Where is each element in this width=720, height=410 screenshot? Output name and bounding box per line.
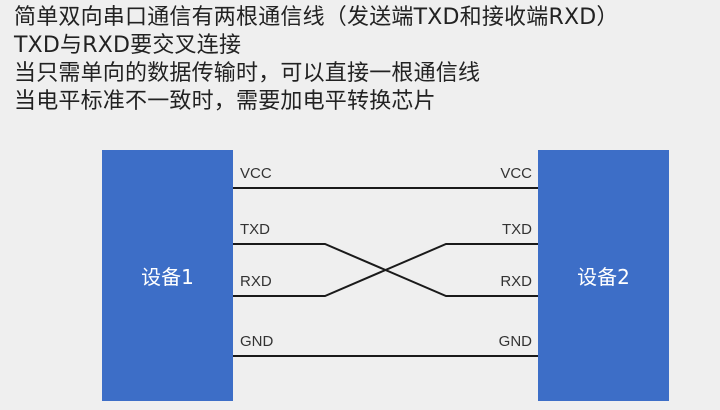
device-2-block: 设备2 [538, 150, 669, 401]
pin-label-right-txd: TXD [502, 221, 532, 238]
description-text: 简单双向串口通信有两根通信线（发送端TXD和接收端RXD） TXD与RXD要交叉… [14, 4, 619, 116]
device-1-block: 设备1 [102, 150, 233, 401]
wire-rxd1-to-txd2 [233, 243, 538, 297]
pin-label-right-gnd: GND [498, 333, 532, 350]
device-2-label: 设备2 [577, 265, 630, 289]
text-line-2: TXD与RXD要交叉连接 [14, 33, 242, 58]
device-1-label: 设备1 [141, 265, 194, 289]
text-line-1: 简单双向串口通信有两根通信线（发送端TXD和接收端RXD） [14, 5, 619, 30]
text-line-4: 当电平标准不一致时，需要加电平转换芯片 [14, 89, 436, 114]
text-line-3: 当只需单向的数据传输时，可以直接一根通信线 [14, 61, 481, 86]
pin-label-left-gnd: GND [240, 333, 274, 350]
pin-label-left-vcc: VCC [240, 165, 272, 182]
pin-label-left-rxd: RXD [240, 273, 272, 290]
pin-label-right-rxd: RXD [500, 273, 532, 290]
pin-label-left-txd: TXD [240, 221, 270, 238]
pin-label-right-vcc: VCC [500, 165, 532, 182]
